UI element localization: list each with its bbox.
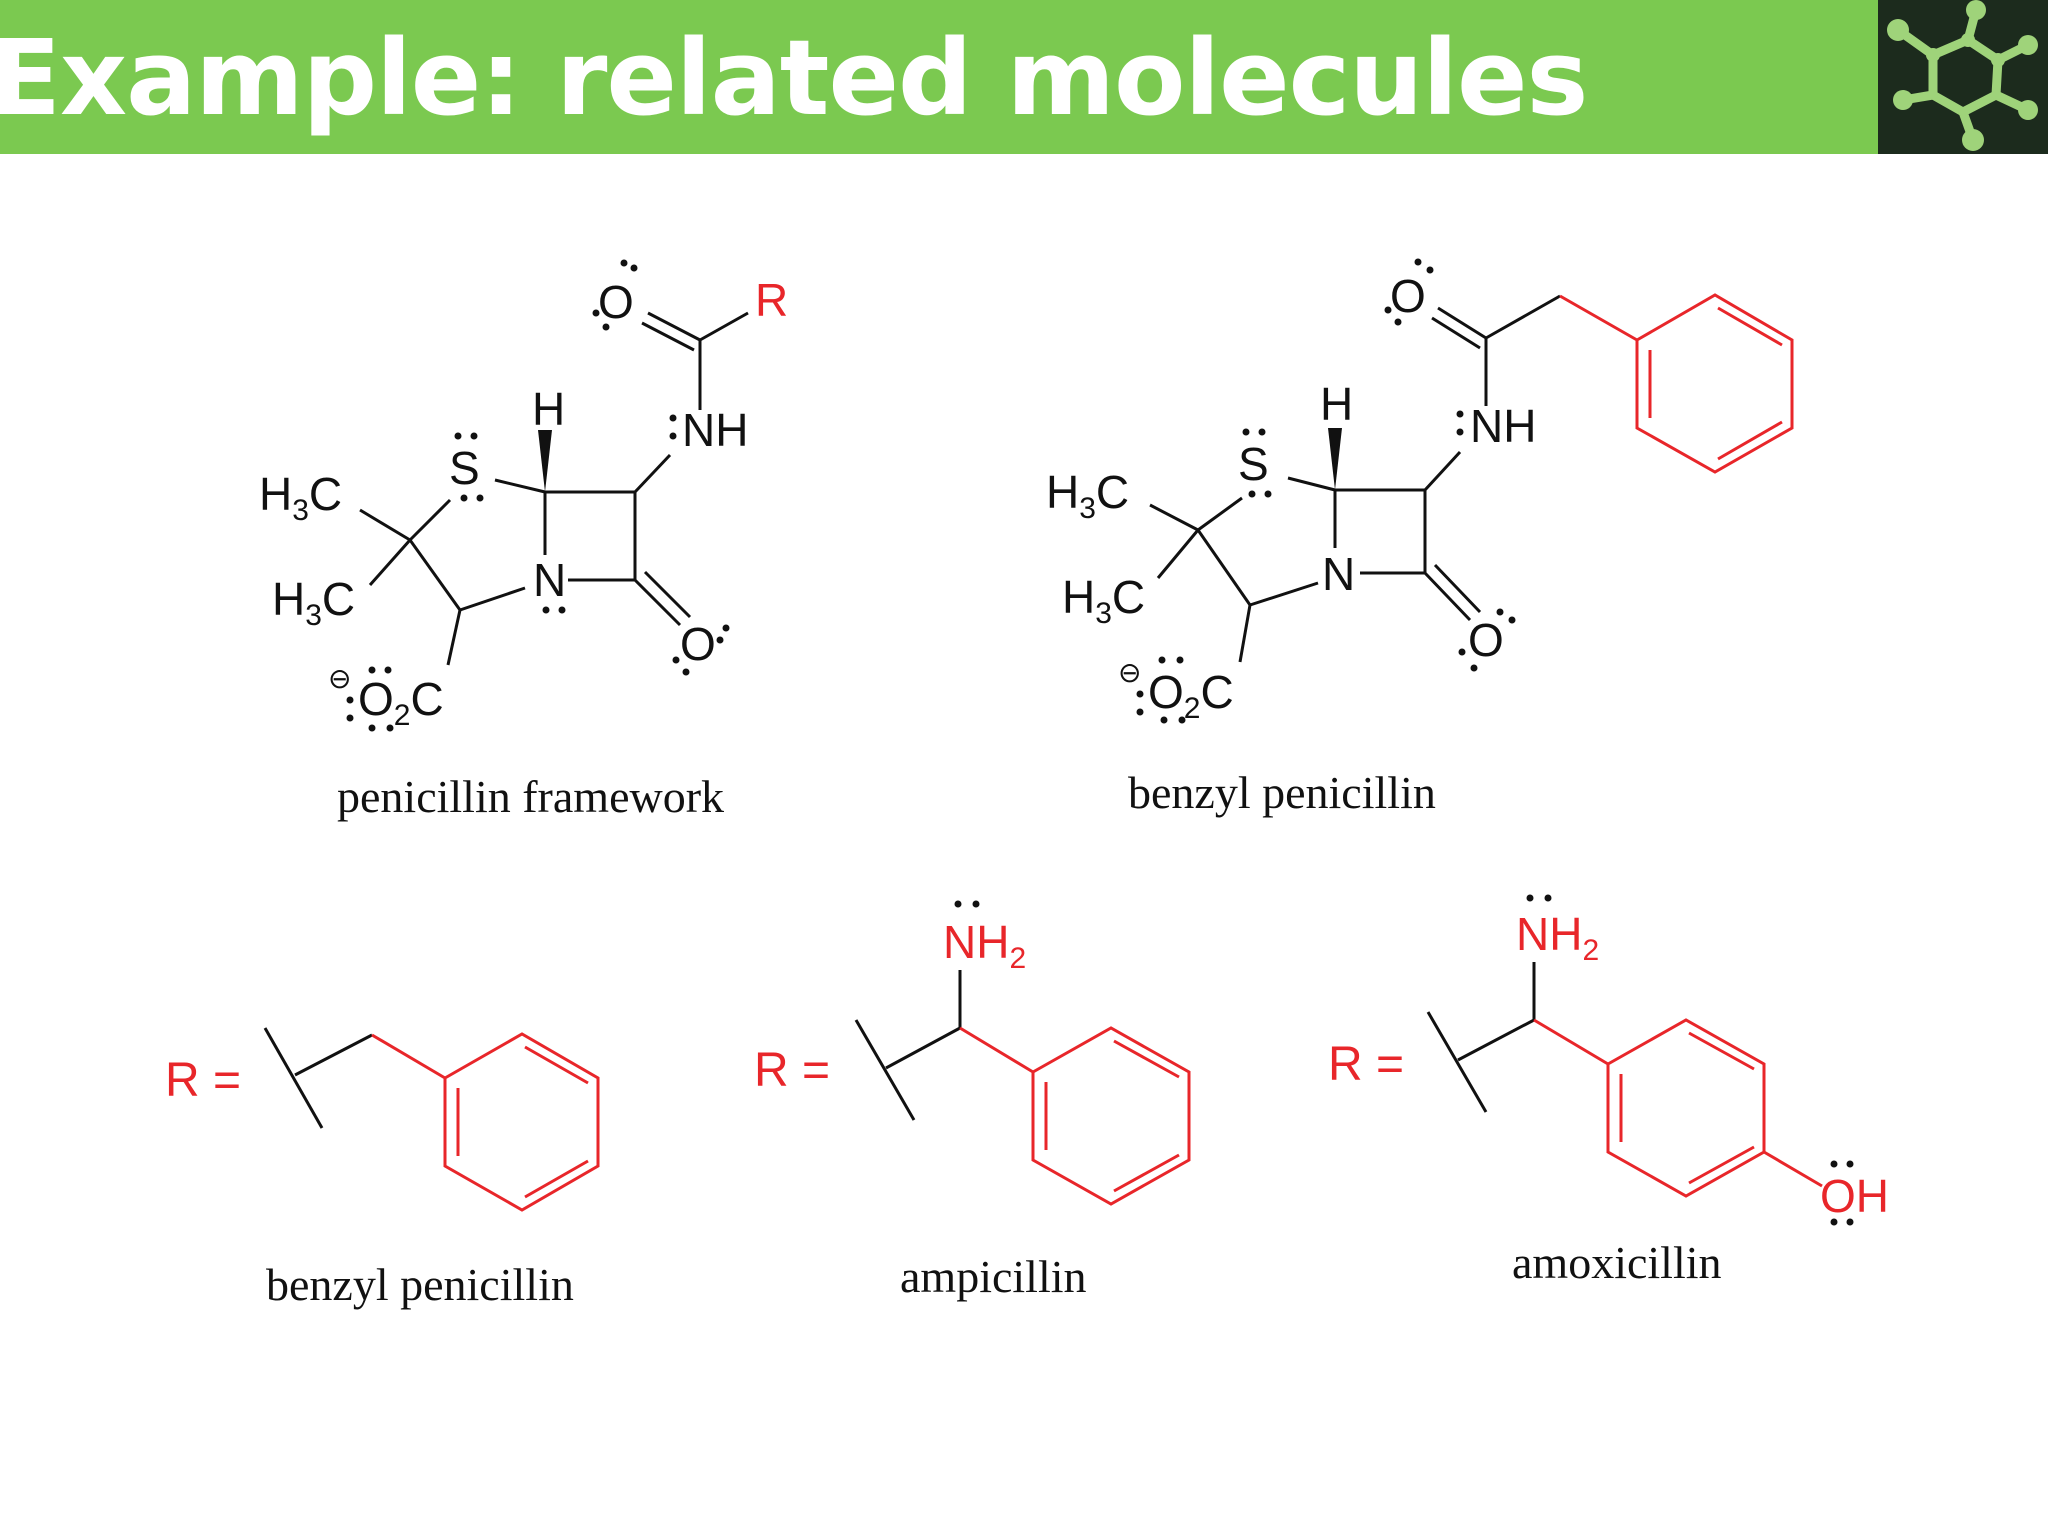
amoxicillin-nh2-label: NH2 [1516, 908, 1599, 967]
benzyl-o-carbonyl: O [1468, 614, 1504, 666]
r-group-benzyl-label: R = [165, 1054, 241, 1107]
framework-lone-pairs [346, 259, 730, 732]
benzyl-minus-charge: ⊖ [1118, 657, 1141, 688]
ampicillin-nh2-label: NH2 [943, 916, 1026, 975]
benzyl-h3c-a: H3C [1046, 466, 1129, 525]
framework-o-top: O [598, 276, 634, 328]
caption-benzyl-penicillin-full: benzyl penicillin [1128, 767, 1436, 818]
framework-atom-labels: O R H NH S H3C H3C N O O2C ⊖ [259, 274, 788, 732]
benzyl-ring-full [1559, 293, 1794, 474]
molecule-icon [1887, 0, 2038, 151]
r-group-amoxicillin: R = NH2 OH [1328, 894, 1889, 1226]
r-group-amoxicillin-label: R = [1328, 1038, 1404, 1091]
caption-amoxicillin: amoxicillin [1512, 1237, 1722, 1288]
benzyl-nh-label: NH [1470, 400, 1536, 452]
framework-s-label: S [449, 442, 480, 494]
framework-nh-label: NH [682, 404, 748, 456]
benzyl-lone-pairs [1136, 258, 1516, 724]
caption-ampicillin: ampicillin [900, 1251, 1087, 1302]
framework-n-label: N [533, 554, 566, 606]
benzyl-n-label: N [1322, 548, 1355, 600]
benzyl-s-label: S [1238, 438, 1269, 490]
caption-penicillin-framework: penicillin framework [337, 771, 725, 822]
framework-h3c-b: H3C [272, 573, 355, 632]
benzyl-co2-label: O2C [1148, 666, 1234, 725]
benzyl-atom-labels: O H NH S H3C H3C N O O2C ⊖ [1046, 270, 1536, 725]
title-bar: Example: related molecules [0, 0, 1878, 154]
slide-title: Example: related molecules [0, 17, 1588, 139]
amoxicillin-oh-label: OH [1820, 1170, 1889, 1222]
caption-benzyl-penicillin-r: benzyl penicillin [266, 1259, 574, 1310]
framework-h3c-a: H3C [259, 468, 342, 527]
benzyl-o-top: O [1390, 270, 1426, 322]
benzyl-h-label: H [1320, 378, 1353, 430]
logo [1878, 0, 2048, 154]
r-group-ampicillin-label: R = [754, 1044, 830, 1097]
framework-o-carbonyl: O [680, 618, 716, 670]
r-group-ampicillin: R = NH2 [754, 900, 1191, 1206]
r-group-benzyl: R = [165, 1027, 600, 1212]
penicillin-framework-structure [359, 311, 749, 666]
framework-co2-label: O2C [358, 673, 444, 732]
framework-h-label: H [532, 383, 565, 435]
benzyl-h3c-b: H3C [1062, 571, 1145, 630]
framework-minus-charge: ⊖ [328, 663, 351, 694]
framework-r-label: R [755, 274, 788, 326]
benzyl-penicillin-structure [1149, 294, 1561, 663]
